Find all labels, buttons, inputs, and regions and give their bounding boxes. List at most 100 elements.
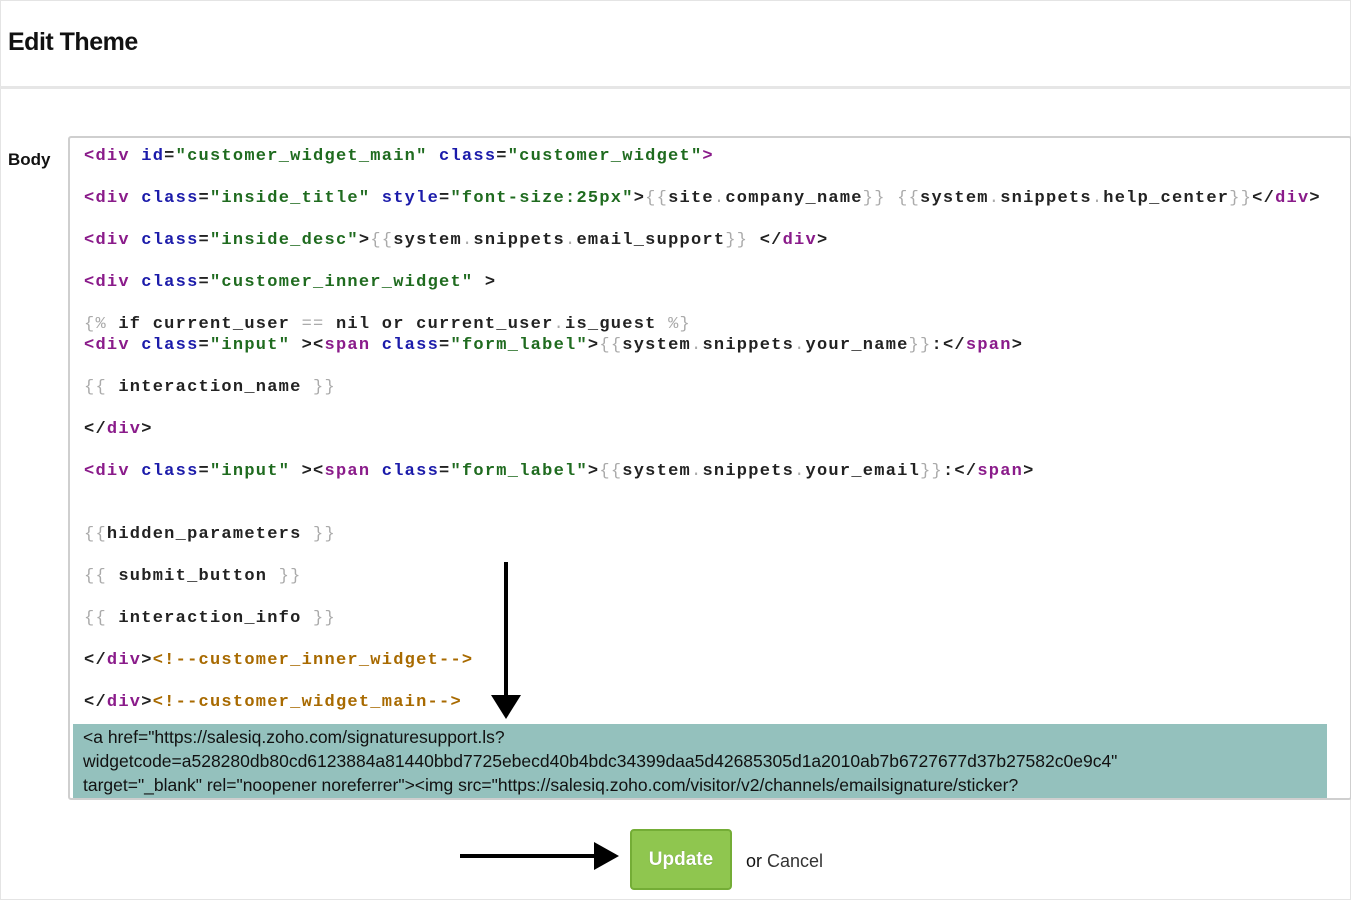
code-token-txt: your_email bbox=[805, 462, 921, 481]
code-line bbox=[84, 503, 1321, 524]
cancel-area: or Cancel bbox=[746, 851, 823, 872]
code-token-txt: > bbox=[816, 231, 829, 250]
code-token-brace: . bbox=[691, 462, 703, 481]
code-line bbox=[84, 251, 1321, 272]
code-token-tag: span bbox=[324, 462, 382, 481]
code-token-brace: {{ bbox=[897, 189, 921, 208]
code-token-tag: div bbox=[106, 651, 142, 670]
code-token-attr: style bbox=[381, 189, 440, 208]
code-token-txt: </ bbox=[84, 420, 107, 439]
code-token-brace: }} bbox=[278, 567, 302, 586]
code-token-txt: >< bbox=[290, 336, 325, 355]
highlight-line: target="_blank" rel="noopener noreferrer… bbox=[83, 775, 1019, 795]
code-token-brace: . bbox=[794, 462, 806, 481]
code-token-attr: class bbox=[141, 273, 199, 292]
code-token-brace: . bbox=[461, 231, 474, 250]
code-token-tag: <div bbox=[84, 273, 142, 292]
update-button[interactable]: Update bbox=[630, 829, 732, 890]
right-arrow-icon bbox=[460, 854, 598, 858]
code-token-str: "inside_title" bbox=[209, 189, 371, 208]
code-token-txt: interaction_name bbox=[106, 378, 314, 397]
code-token-brace: {{ bbox=[645, 189, 669, 208]
code-token-brace: == bbox=[301, 315, 325, 334]
code-token-attr: class bbox=[381, 336, 440, 355]
code-token-txt: snippets bbox=[473, 231, 566, 250]
code-token-brace: . bbox=[713, 189, 726, 208]
code-token-txt: = bbox=[198, 189, 210, 208]
code-token-brace: }} bbox=[920, 462, 943, 481]
code-line: {{ interaction_name }} bbox=[84, 377, 1321, 398]
code-token-txt: = bbox=[198, 462, 210, 481]
code-token-txt: = bbox=[496, 147, 508, 166]
cancel-link[interactable]: Cancel bbox=[767, 851, 824, 871]
code-token-str: "font-size:25px" bbox=[450, 189, 634, 208]
code-line bbox=[84, 440, 1321, 461]
code-token-txt: :</ bbox=[931, 336, 966, 355]
code-token-txt: interaction_info bbox=[106, 609, 314, 628]
code-token-brace: %} bbox=[668, 315, 691, 334]
code-token-txt: nil or current_user bbox=[324, 315, 554, 334]
code-line bbox=[84, 167, 1321, 188]
code-token-txt: submit_button bbox=[106, 567, 279, 586]
code-token-txt: = bbox=[439, 189, 451, 208]
code-token-txt: > bbox=[587, 462, 600, 481]
code-token-txt: site bbox=[668, 189, 714, 208]
code-line bbox=[84, 587, 1321, 608]
code-token-brace: {{ bbox=[599, 462, 623, 481]
code-token-txt: = bbox=[164, 147, 176, 166]
code-token-str: "customer_widget_main" bbox=[175, 147, 428, 166]
code-line bbox=[84, 671, 1321, 692]
code-token-txt: snippets bbox=[702, 462, 795, 481]
highlighted-snippet: <a href="https://salesiq.zoho.com/signat… bbox=[73, 724, 1327, 798]
code-token-txt: > bbox=[358, 231, 371, 250]
code-token-cmt: <!--customer_widget_main--> bbox=[152, 693, 462, 712]
code-token-cmt: <!--customer_inner_widget--> bbox=[152, 651, 474, 670]
code-token-txt: help_center bbox=[1103, 189, 1230, 208]
code-token-brace: {{ bbox=[84, 567, 107, 586]
down-arrow-head-icon bbox=[491, 695, 521, 719]
code-line bbox=[84, 209, 1321, 230]
code-token-attr: class bbox=[141, 336, 199, 355]
code-token-txt: company_name bbox=[725, 189, 863, 208]
code-token-txt: </ bbox=[1252, 189, 1276, 208]
code-line: <div id="customer_widget_main" class="cu… bbox=[84, 146, 1321, 167]
code-line: <div class="input" ><span class="form_la… bbox=[84, 335, 1321, 356]
code-token-brace: {{ bbox=[84, 378, 107, 397]
code-token-tag: <div bbox=[84, 189, 142, 208]
page-title: Edit Theme bbox=[8, 28, 138, 56]
code-token-tag: > bbox=[702, 147, 714, 166]
highlight-line: widgetcode=a528280db80cd6123884a81440bbd… bbox=[83, 751, 1118, 771]
code-token-tag: span bbox=[324, 336, 382, 355]
code-line: <div class="customer_inner_widget" > bbox=[84, 272, 1321, 293]
code-token-attr: id bbox=[141, 147, 165, 166]
code-token-attr: class bbox=[141, 462, 199, 481]
code-token-attr: class bbox=[381, 462, 440, 481]
code-token-str: "customer_widget" bbox=[507, 147, 703, 166]
code-token-txt: > bbox=[141, 651, 153, 670]
code-line: <div class="inside_title" style="font-si… bbox=[84, 188, 1321, 209]
page-header: Edit Theme bbox=[0, 0, 1351, 89]
code-token-brace: {{ bbox=[84, 525, 107, 544]
code-token-txt: > bbox=[473, 273, 497, 292]
code-token-tag: <div bbox=[84, 462, 142, 481]
code-line: </div><!--customer_widget_main--> bbox=[84, 692, 1321, 713]
code-token-txt bbox=[886, 189, 897, 208]
code-token-tag: <div bbox=[84, 147, 142, 166]
body-code-editor[interactable]: <div id="customer_widget_main" class="cu… bbox=[68, 136, 1351, 800]
code-token-brace: }} bbox=[725, 231, 749, 250]
code-line: {{hidden_parameters }} bbox=[84, 524, 1321, 545]
code-token-txt: if current_user bbox=[106, 315, 302, 334]
code-token-txt: = bbox=[439, 462, 451, 481]
code-token-brace: {{ bbox=[84, 609, 107, 628]
code-token-txt bbox=[428, 147, 439, 166]
code-token-str: "customer_inner_widget" bbox=[209, 273, 474, 292]
down-arrow-icon bbox=[504, 562, 508, 697]
code-line: <div class="inside_desc">{{system.snippe… bbox=[84, 230, 1321, 251]
code-token-txt: > bbox=[1011, 336, 1024, 355]
highlight-line: <a href="https://salesiq.zoho.com/signat… bbox=[83, 727, 505, 747]
code-token-txt: snippets bbox=[1000, 189, 1092, 208]
or-text: or bbox=[746, 851, 768, 871]
code-token-brace: }} bbox=[908, 336, 932, 355]
code-token-txt: </ bbox=[84, 693, 107, 712]
code-token-txt bbox=[370, 189, 381, 208]
